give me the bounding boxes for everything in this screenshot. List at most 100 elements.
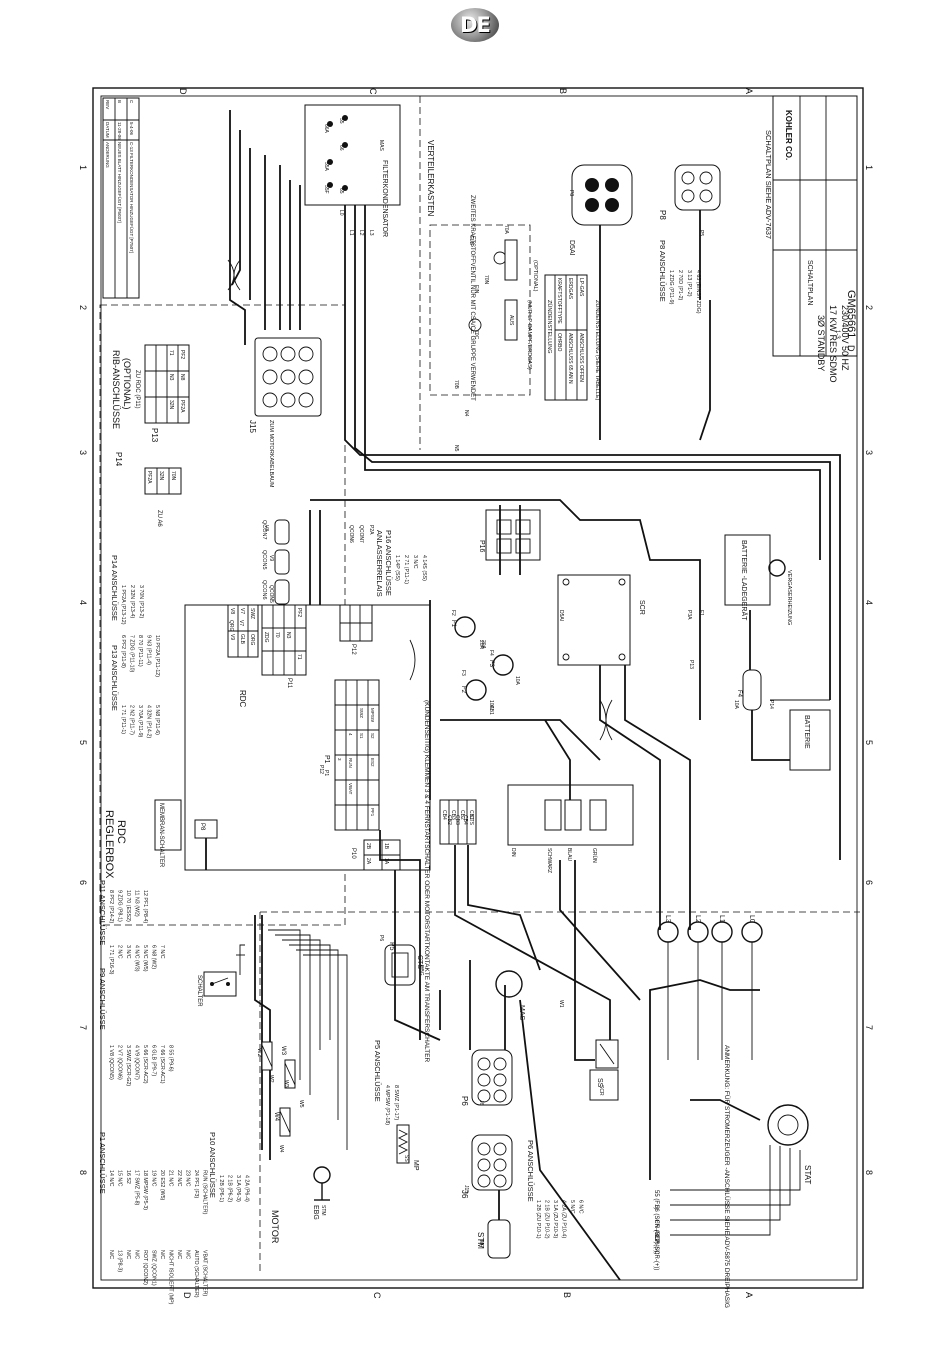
row-right-5: 5 bbox=[864, 740, 874, 745]
pin-entry: 16 S2 bbox=[125, 1170, 131, 1184]
svg-text:W4: W4 bbox=[273, 1112, 279, 1122]
pin-entry: 24 PF1 (F3) bbox=[193, 1170, 199, 1198]
svg-text:32N: 32N bbox=[168, 400, 174, 410]
wire-label: V9 bbox=[268, 555, 274, 561]
p6-pin-list: 1 2B (ZU P10-1)2 1B (ZU P10-2)3 1A (ZU P… bbox=[535, 1200, 584, 1239]
verteilerkasten-heading: VERTEILERKASTEN bbox=[426, 140, 435, 217]
pin-entry: N/C bbox=[185, 1250, 191, 1259]
zuend-siehe: ZÜNDEINSTELLUNG (SIEHE TABELLE) bbox=[594, 300, 601, 401]
title-line-3: 230/400V 50 HZ bbox=[840, 305, 850, 371]
pin-entry: 4 N/C (W3) bbox=[134, 945, 140, 972]
wire-label: L3 bbox=[368, 230, 374, 236]
wire-label: 55F bbox=[323, 185, 329, 194]
pin-entry: 9 ZDG (P8-1) bbox=[117, 890, 123, 922]
wire-label: W5 bbox=[298, 1100, 304, 1108]
svg-text:P16: P16 bbox=[478, 540, 485, 553]
row-left-3: 3 bbox=[78, 450, 88, 455]
zuend-row-1-0: LP-GAS bbox=[578, 278, 584, 297]
svg-text:QCON5: QCON5 bbox=[261, 550, 267, 570]
row-left-2: 2 bbox=[78, 305, 88, 310]
border-col-top-b: B bbox=[558, 88, 568, 94]
pin-entry: 8 55 (P9-6) bbox=[168, 1045, 174, 1072]
svg-text:55 (F1): 55 (F1) bbox=[653, 1190, 659, 1209]
wire-label: F3 bbox=[460, 670, 466, 676]
battery-charger-label: BATTERIE -LADEGERÄT bbox=[740, 540, 748, 621]
svg-text:STAT: STAT bbox=[803, 1165, 812, 1184]
p5-pin-list: 4 MPSW (P1-18)8 SWZ (P1-17) bbox=[384, 1085, 399, 1125]
drawing-number: GM65661 bbox=[845, 290, 857, 338]
svg-text:P8: P8 bbox=[658, 210, 667, 220]
border-col-top-d: D bbox=[178, 88, 188, 95]
pin-entry: 1 2B (P6-1) bbox=[218, 1175, 224, 1202]
anmerkung: ANMERKUNG: FÜR STROMERZEUGER -ANSCHLÜSSE… bbox=[723, 1045, 731, 1308]
pin-entry: 7 N/C bbox=[159, 945, 165, 959]
pin-entry: 10 PF2A (P11-12) bbox=[154, 635, 160, 677]
p8-pin-list: 1 ZDG (P11-9)2 70D (P1-2)3 13 (P1-2)4 65… bbox=[668, 270, 701, 314]
p10-pin-list: 1 2B (P6-1)2 1B (P6-2)3 1A (P6-3)4 2A (P… bbox=[218, 1175, 250, 1202]
pin-entry: 5 N8 (P11-6) bbox=[154, 705, 160, 735]
zu-a6: ZU A6 bbox=[156, 510, 162, 527]
p11-label: P11 bbox=[286, 678, 292, 689]
wire-label: CB4 bbox=[462, 815, 468, 825]
pin-tables: P13 ANSCHLÜSSE P14 ANSCHLÜSSE P11 ANSCHL… bbox=[98, 555, 280, 1244]
wire-label: 10A bbox=[733, 700, 739, 710]
p13-pin-list: 1 71 (P11-1)2 N2 (P11-7)3 70A (P11-9)4 3… bbox=[120, 635, 160, 739]
svg-text:ORG: ORG bbox=[249, 634, 255, 646]
wire-label: N5 bbox=[453, 445, 459, 452]
motor-heading: MOTOR bbox=[270, 1210, 280, 1244]
p1-label: P1 bbox=[323, 755, 330, 764]
membranschalter-box bbox=[154, 799, 182, 851]
pin-entry: 4 V9 (QCON7) bbox=[134, 1045, 140, 1080]
anlasserrelais-heading: ANLASSERRELAIS bbox=[375, 530, 384, 597]
svg-text:66 (SCR-AC2): 66 (SCR-AC2) bbox=[653, 1205, 659, 1244]
svg-text:BLAU: BLAU bbox=[566, 848, 572, 861]
svg-text:L1: L1 bbox=[718, 915, 725, 923]
svg-text:MP: MP bbox=[412, 1160, 419, 1171]
wire-label: W2 bbox=[268, 1075, 274, 1083]
pin-entry: 6 N8 (W2) bbox=[151, 945, 157, 969]
zuend-row-0-0: ERDGAS bbox=[567, 278, 573, 300]
pin-entry: 6 N/C bbox=[578, 1200, 584, 1214]
wire-label: QCON5 bbox=[268, 585, 274, 603]
p5-heading: P5 ANSCHLÜSSE bbox=[373, 1040, 382, 1102]
svg-text:L0: L0 bbox=[748, 915, 755, 923]
svg-text:70N: 70N bbox=[170, 471, 176, 481]
terminal-strip: SCHWARZ BLAU GRÜN DIN bbox=[507, 784, 634, 873]
wire-label: W4 bbox=[278, 1145, 284, 1153]
svg-text:71: 71 bbox=[296, 654, 302, 660]
vergaserheizung-label: VERGASERHEIZUNG bbox=[786, 570, 792, 625]
pin-entry: 4 14S (SS) bbox=[421, 555, 427, 581]
svg-text:4: 4 bbox=[348, 733, 353, 736]
wire-label: 66A bbox=[323, 124, 329, 134]
rev-row1-change: NEUES BLATT HINZUGEFÜGT [P5037] bbox=[117, 142, 123, 223]
svg-text:W3: W3 bbox=[280, 1046, 286, 1056]
row-right-7: 7 bbox=[864, 1025, 874, 1030]
wire-label: SS bbox=[403, 1155, 409, 1162]
pin-entry: 8 SWZ (P1-17) bbox=[393, 1085, 399, 1121]
pin-entry: 22 N/C bbox=[176, 1170, 182, 1187]
p11-connector: ZDG 70 N3 PF2 71 bbox=[261, 604, 307, 676]
pin-entry: 2 70D (P1-2) bbox=[677, 270, 683, 301]
p9-heading: P9 ANSCHLÜSSE bbox=[98, 968, 107, 1030]
pin-entry: 14 N/C bbox=[108, 1170, 114, 1187]
svg-text:SWZ: SWZ bbox=[249, 608, 255, 619]
motor-harness-wires bbox=[236, 915, 348, 1160]
title-line-1: 3Ø STANDBY bbox=[816, 315, 826, 371]
svg-text:PF2: PF2 bbox=[296, 608, 302, 617]
filterkondensator: FILTERKONDENSATOR bbox=[304, 104, 401, 237]
svg-text:2A: 2A bbox=[365, 858, 371, 865]
zuend-row-0-1: ANSCHLUSS 65 AN N bbox=[567, 333, 573, 384]
p6-connector: P6 bbox=[460, 1049, 513, 1106]
drawing-rev: D bbox=[846, 345, 856, 352]
pin-entry: 20 ES2 (W5) bbox=[159, 1170, 165, 1201]
svg-text:QCON7: QCON7 bbox=[261, 520, 267, 540]
pin-entry: 3 N/C bbox=[125, 945, 131, 959]
wire-label: P3A bbox=[686, 610, 692, 620]
svg-text:3: 3 bbox=[337, 758, 342, 761]
pin-entry: 3 70A (P11-9) bbox=[137, 705, 143, 738]
pin-entry: 4 32N (P14-2) bbox=[146, 705, 152, 739]
fuses: F1 F2 F3 20A 10A 10A bbox=[450, 616, 520, 710]
svg-text:MPSW: MPSW bbox=[370, 708, 375, 723]
pin-entry: VBAT (SCHALTER) bbox=[202, 1250, 208, 1296]
